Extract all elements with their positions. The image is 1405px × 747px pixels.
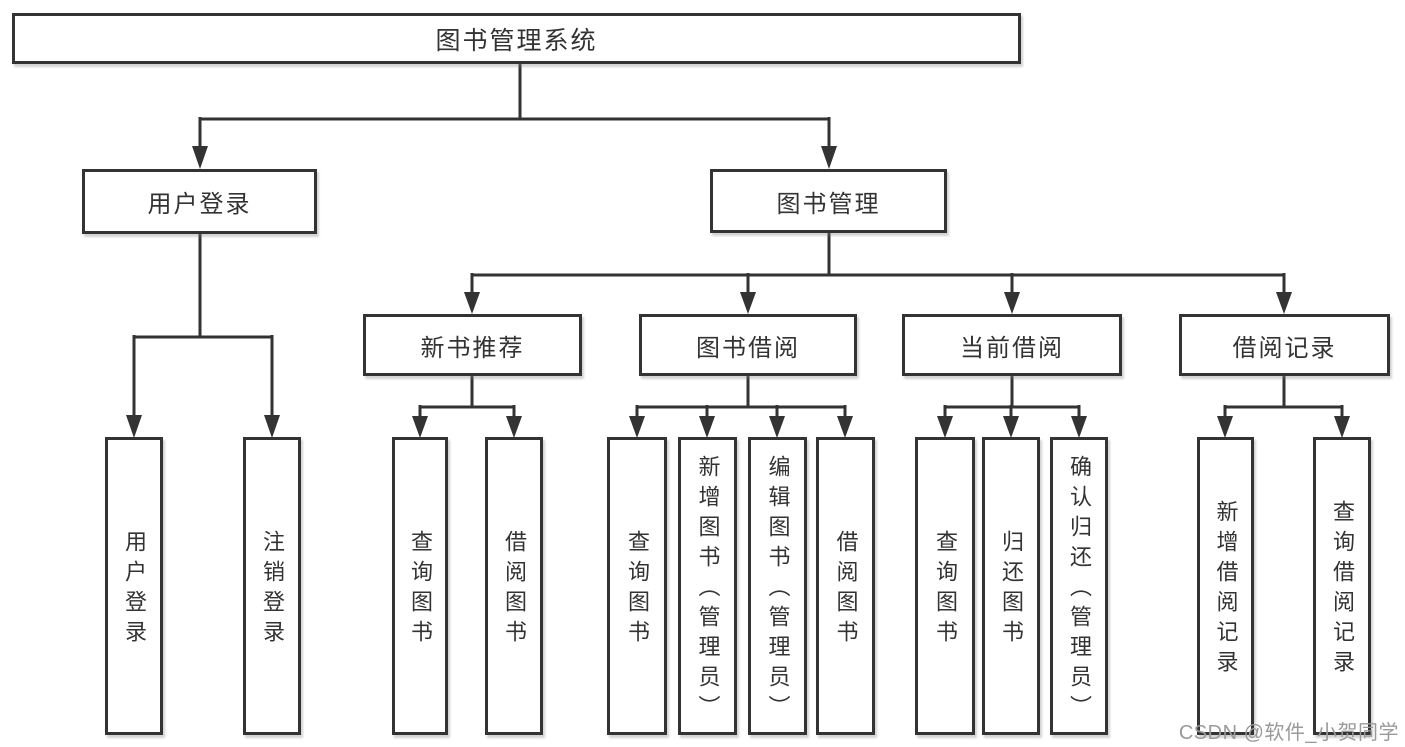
node-book-borrowing: 图书借阅 xyxy=(639,314,857,376)
connector-records-to-leaves xyxy=(1217,376,1350,438)
node-borrow-records: 借阅记录 xyxy=(1179,314,1390,376)
leaf-user-login: 用户登录 xyxy=(105,437,163,735)
node-current-borrowing: 当前借阅 xyxy=(902,314,1122,376)
connector-userlogin-to-leaves xyxy=(126,233,280,438)
leaf-user-login-label: 用户登录 xyxy=(122,530,147,650)
leaf-logout: 注销登录 xyxy=(243,437,301,735)
node-user-login: 用户登录 xyxy=(82,169,317,234)
leaf-edit-book-admin: 编辑图书（管理员） xyxy=(748,437,807,735)
leaf-borrow-books-recommend: 借阅图书 xyxy=(485,437,543,735)
connector-borrowing-to-leaves xyxy=(629,376,853,438)
node-new-book-recommend: 新书推荐 xyxy=(363,314,582,376)
node-new-book-recommend-label: 新书推荐 xyxy=(420,334,525,362)
connector-newbook-to-leaves xyxy=(412,376,522,438)
node-current-borrowing-label: 当前借阅 xyxy=(960,334,1064,362)
leaf-query-books-borrowing-label: 查询图书 xyxy=(625,530,650,650)
root-node-label: 图书管理系统 xyxy=(435,26,598,55)
leaf-add-book-admin: 新增图书（管理员） xyxy=(678,437,737,735)
leaf-add-borrow-record: 新增借阅记录 xyxy=(1197,437,1254,735)
node-book-management: 图书管理 xyxy=(710,169,947,233)
leaf-return-book-label: 归还图书 xyxy=(999,530,1024,650)
leaf-query-books-recommend-label: 查询图书 xyxy=(408,530,433,650)
leaf-query-borrow-record-label: 查询借阅记录 xyxy=(1330,500,1355,680)
leaf-confirm-return-admin: 确认归还（管理员） xyxy=(1050,437,1108,735)
connector-current-to-leaves xyxy=(937,376,1087,438)
leaf-query-books-current: 查询图书 xyxy=(915,437,975,735)
node-book-management-label: 图书管理 xyxy=(776,190,881,218)
root-node-library-system: 图书管理系统 xyxy=(12,13,1021,64)
leaf-query-books-recommend: 查询图书 xyxy=(392,437,448,735)
leaf-borrow-books-recommend-label: 借阅图书 xyxy=(502,530,527,650)
leaf-borrow-book: 借阅图书 xyxy=(816,437,875,735)
node-book-borrowing-label: 图书借阅 xyxy=(696,334,800,362)
leaf-logout-label: 注销登录 xyxy=(260,530,285,650)
csdn-watermark: CSDN @软件_小贺同学 xyxy=(1178,722,1399,744)
node-user-login-label: 用户登录 xyxy=(147,191,252,218)
leaf-query-borrow-record: 查询借阅记录 xyxy=(1313,437,1371,735)
leaf-borrow-book-label: 借阅图书 xyxy=(833,530,859,650)
node-borrow-records-label: 借阅记录 xyxy=(1232,334,1337,362)
leaf-edit-book-admin-label: 编辑图书（管理员） xyxy=(765,455,791,725)
leaf-return-book: 归还图书 xyxy=(982,437,1040,735)
leaf-add-borrow-record-label: 新增借阅记录 xyxy=(1213,500,1239,680)
leaf-query-books-current-label: 查询图书 xyxy=(933,530,958,650)
leaf-query-books-borrowing: 查询图书 xyxy=(607,437,667,735)
connector-root-to-level2 xyxy=(192,62,837,169)
leaf-add-book-admin-label: 新增图书（管理员） xyxy=(695,455,721,725)
leaf-confirm-return-admin-label: 确认归还（管理员） xyxy=(1067,455,1092,725)
connector-bookmgmt-to-level3 xyxy=(464,232,1292,314)
